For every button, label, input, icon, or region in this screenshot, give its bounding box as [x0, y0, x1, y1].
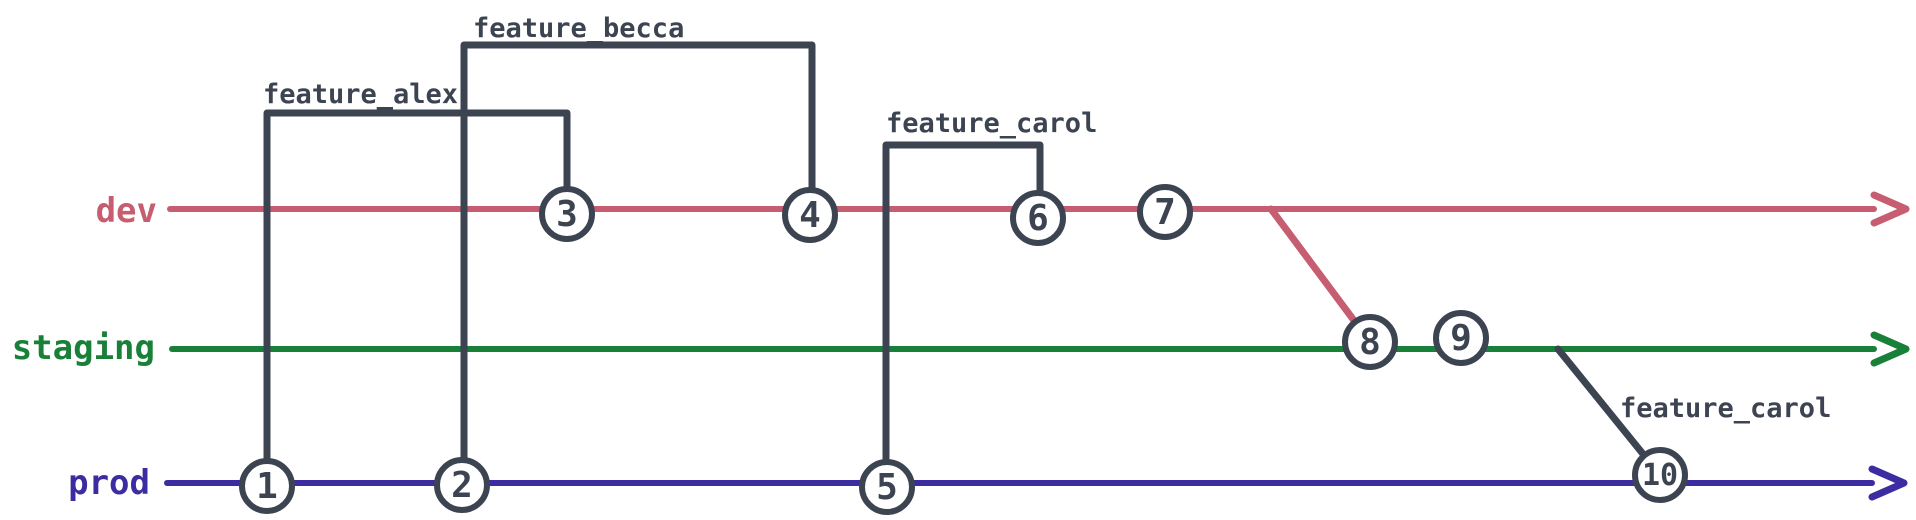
- commit-number-3: 3: [556, 194, 578, 235]
- arrow-right-icon-prod: [1868, 465, 1908, 501]
- commit-number-7: 7: [1154, 192, 1176, 233]
- branch-label-staging: staging: [12, 328, 155, 368]
- commit-node-10: [1632, 447, 1688, 503]
- commit-number-10: 10: [1642, 458, 1678, 493]
- commit-number-1: 1: [256, 466, 278, 507]
- feature-branch-label-feature_becca-1: feature_becca: [473, 13, 684, 44]
- commit-node-9: [1433, 310, 1489, 366]
- commit-number-8: 8: [1359, 322, 1381, 363]
- feature-branch-line-feature_alex-0: [263, 109, 571, 490]
- commit-number-5: 5: [876, 467, 898, 508]
- feature-branch-label-feature_carol-3: feature_carol: [1620, 393, 1831, 424]
- branch-label-prod: prod: [68, 463, 150, 503]
- commit-node-4: [782, 187, 838, 243]
- feature-branch-label-feature_alex-0: feature_alex: [263, 79, 458, 110]
- commit-node-3: [539, 186, 595, 242]
- commit-node-6: [1010, 190, 1066, 246]
- feature-branch-line-feature_carol-2: [882, 141, 1044, 491]
- commit-number-2: 2: [451, 465, 473, 506]
- commit-number-4: 4: [799, 195, 821, 236]
- commit-node-1: [239, 458, 295, 514]
- commit-node-7: [1137, 184, 1193, 240]
- commit-number-6: 6: [1027, 198, 1049, 239]
- commit-node-5: [859, 459, 915, 515]
- branch-label-dev: dev: [96, 191, 157, 231]
- commit-node-8: [1342, 314, 1398, 370]
- feature-branch-line-feature_becca-1: [460, 41, 816, 489]
- feature-branch-label-feature_carol-2: feature_carol: [886, 108, 1097, 139]
- arrow-right-icon-staging: [1870, 331, 1910, 367]
- commit-number-9: 9: [1450, 318, 1472, 359]
- commit-node-2: [434, 457, 490, 513]
- arrow-right-icon-dev: [1870, 191, 1910, 227]
